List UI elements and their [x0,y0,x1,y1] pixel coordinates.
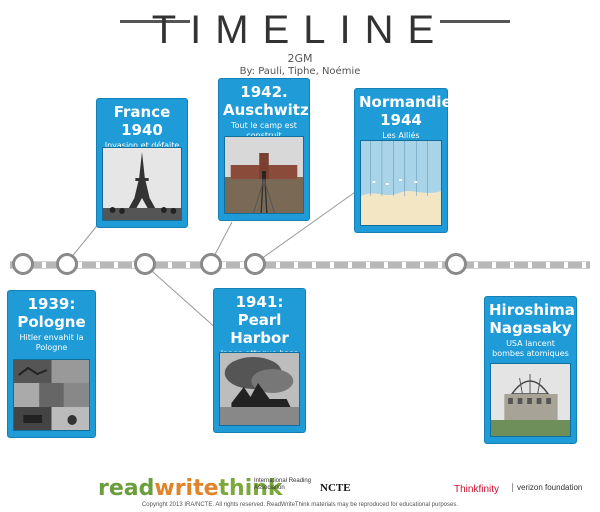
timeline-node-1941[interactable] [134,253,156,275]
event-title: France 1940 [113,103,171,139]
timeline-node-1939[interactable] [12,253,34,275]
footer: readwritethink International Reading Ass… [0,470,600,512]
timeline-bar [10,261,590,269]
verizon-foundation-logo[interactable]: verizon foundation [512,483,582,492]
eiffel-tower-photo-icon [102,147,182,221]
connector-normandie [253,189,359,265]
timeline-node-1942[interactable] [200,253,222,275]
event-description: Tout le camp est construit [231,121,297,140]
event-title: Hiroshima Nagasaky [489,301,575,337]
event-card-1944[interactable]: Normandie 1944 Les Alliés débarquent [354,88,452,233]
event-title: 1942. Auschwitz [223,83,309,119]
header: TIMELINE [0,6,600,52]
event-title: 1939: Pologne [17,295,86,331]
event-title: 1941: Pearl Harbor [230,293,289,347]
connector-pearl-harbor [143,263,219,331]
event-card-1941[interactable]: 1941: Pearl Harbor Japon attaque base am… [213,288,306,433]
title-decoration-left [120,20,190,23]
ncte-logo[interactable]: NCTE [320,482,351,494]
event-card-1939[interactable]: 1939: Pologne Hitler envahit la Pologne [7,290,96,438]
title-decoration-right [440,20,510,23]
readwritethink-logo[interactable]: readwritethink [98,476,283,501]
event-card-1942[interactable]: 1942. Auschwitz Tout le camp est constru… [218,78,310,221]
event-description: Invasion et défaite [104,141,180,150]
normandy-map-icon [360,140,442,226]
timeline-node-1940[interactable] [56,253,78,275]
ira-logo[interactable]: International Reading Association [254,478,312,491]
thinkfinity-logo[interactable]: Thinkfinity [454,484,500,495]
event-card-1940[interactable]: France 1940 Invasion et défaite [96,98,188,228]
copyright-text: Copyright 2013 IRA/NCTE. All rights rese… [141,502,459,508]
page-title: TIMELINE [151,8,449,52]
pearl-harbor-ship-burning-photo-icon [219,352,300,426]
auschwitz-gate-photo-icon [224,136,304,214]
authors-line: By: Pauli, Tiphe, Noémie [239,66,361,77]
ww2-battle-collage-photo-icon [13,359,90,431]
timeline-node-1944[interactable] [244,253,266,275]
event-description: USA lancent bombes atomiques [492,339,569,358]
event-description: Hitler envahit la Pologne [19,333,84,352]
timeline-node-1945[interactable] [445,253,467,275]
class-name: 2GM [287,52,313,65]
atomic-dome-photo-icon [490,363,571,437]
event-card-1945[interactable]: Hiroshima Nagasaky USA lancent bombes at… [484,296,577,444]
event-title: Normandie 1944 [359,93,452,129]
